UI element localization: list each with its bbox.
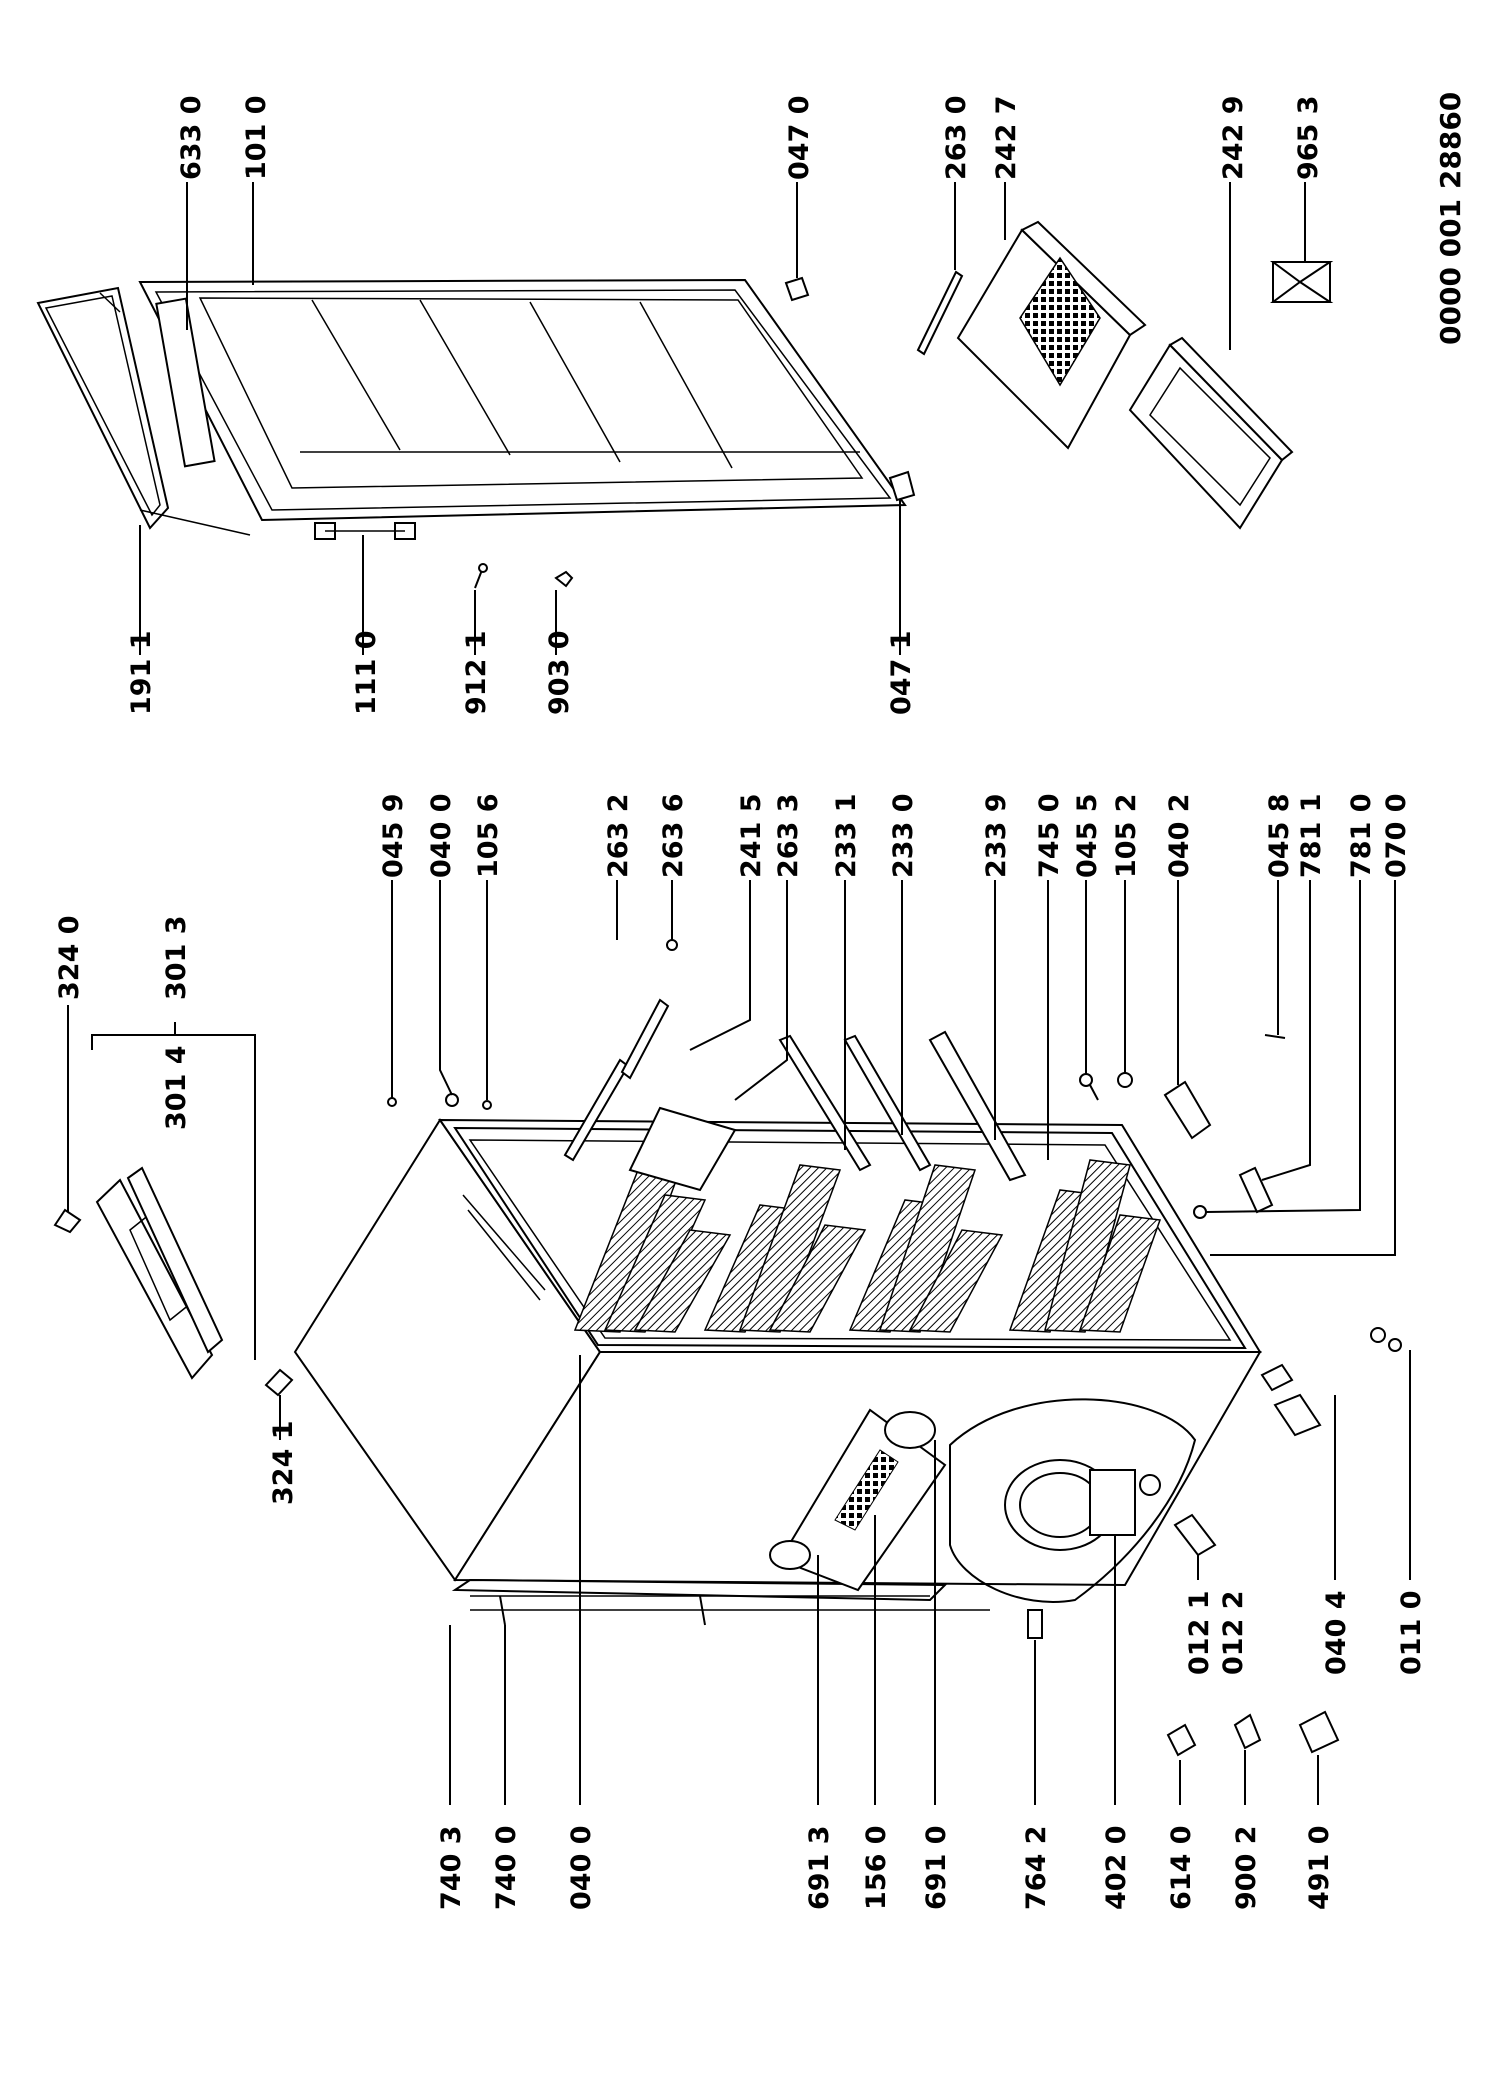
- label-263-6: 263 6: [658, 793, 689, 878]
- label-614-0: 614 0: [1166, 1825, 1197, 1910]
- label-740-0: 740 0: [491, 1825, 522, 1910]
- label-012-2: 012 2: [1218, 1590, 1249, 1675]
- leader-lines: [67, 182, 1411, 1805]
- label-633-0: 633 0: [176, 95, 207, 180]
- label-740-3: 740 3: [436, 1825, 467, 1910]
- label-691-0: 691 0: [921, 1825, 952, 1910]
- hinge-bottom-part: [888, 470, 916, 502]
- label-491-0: 491 0: [1304, 1825, 1335, 1910]
- label-781-0: 781 0: [1346, 793, 1377, 878]
- label-070-0: 070 0: [1381, 793, 1412, 878]
- cover-panel-part: [95, 1178, 214, 1380]
- cover-clip-bottom-part: [264, 1368, 294, 1397]
- label-040-0-top: 040 0: [426, 793, 457, 878]
- shelf-rails-parts: [387, 939, 1286, 1219]
- label-045-8: 045 8: [1264, 793, 1295, 878]
- label-040-4: 040 4: [1321, 1590, 1352, 1675]
- label-012-1: 012 1: [1184, 1590, 1215, 1675]
- label-047-0: 047 0: [784, 95, 815, 180]
- label-045-9: 045 9: [378, 793, 409, 878]
- label-040-0-bottom: 040 0: [566, 1825, 597, 1910]
- label-045-5: 045 5: [1072, 793, 1103, 878]
- drawer-tray-part: [1128, 336, 1294, 530]
- label-111-0: 111 0: [351, 630, 382, 715]
- condenser-part: [451, 1578, 990, 1626]
- compressor-zone-part: [949, 1398, 1197, 1603]
- label-242-7: 242 7: [991, 95, 1022, 180]
- label-242-9: 242 9: [1218, 95, 1249, 180]
- label-745-0: 745 0: [1034, 793, 1065, 878]
- top-cover-assembly: [53, 1022, 294, 1397]
- label-105-2: 105 2: [1111, 793, 1142, 878]
- screw-b-part: [554, 570, 574, 588]
- label-263-0: 263 0: [941, 95, 972, 180]
- label-241-5: 241 5: [736, 793, 767, 878]
- label-040-2: 040 2: [1164, 793, 1195, 878]
- bottom-loose-parts: [1166, 1327, 1402, 1757]
- label-233-0: 233 0: [888, 793, 919, 878]
- screw-a-part: [474, 563, 488, 589]
- label-301-3: 301 3: [161, 915, 192, 1000]
- evaporator-part: [769, 1408, 947, 1592]
- label-191-1: 191 1: [126, 630, 157, 715]
- cover-clip-top-part: [53, 1208, 82, 1234]
- label-965-3: 965 3: [1293, 95, 1324, 180]
- label-301-4: 301 4: [161, 1045, 192, 1130]
- label-263-3: 263 3: [773, 793, 804, 878]
- rail-part: [916, 270, 964, 356]
- cover-strip-part: [126, 1166, 224, 1354]
- label-781-1: 781 1: [1296, 793, 1327, 878]
- cabinet-assembly: [293, 939, 1402, 1757]
- label-324-1: 324 1: [268, 1420, 299, 1505]
- label-233-1: 233 1: [831, 793, 862, 878]
- label-101-0: 101 0: [241, 95, 272, 180]
- hinge-top-part: [784, 276, 810, 302]
- label-263-2: 263 2: [603, 793, 634, 878]
- label-903-0: 903 0: [544, 630, 575, 715]
- label-912-1: 912 1: [461, 630, 492, 715]
- drawer-basket-part: [956, 220, 1147, 450]
- label-691-3: 691 3: [804, 1825, 835, 1910]
- label-105-6: 105 6: [473, 793, 504, 878]
- door-assembly: [36, 220, 1334, 589]
- door-panel-part: [138, 278, 907, 522]
- label-900-2: 900 2: [1231, 1825, 1262, 1910]
- label-324-0: 324 0: [54, 915, 85, 1000]
- label-764-2: 764 2: [1021, 1825, 1052, 1910]
- filter-dryer-part: [1027, 1609, 1043, 1639]
- label-402-0: 402 0: [1101, 1825, 1132, 1910]
- door-seal-part: [36, 286, 251, 536]
- foot-clip-part: [1269, 261, 1334, 303]
- label-011-0: 011 0: [1396, 1590, 1427, 1675]
- part-labels: 101 0 633 0 191 1 111 0 912 1 903 0 047 …: [54, 92, 1467, 1910]
- door-hinge-set-part: [314, 522, 416, 540]
- document-number: 0000 001 28860: [1434, 92, 1467, 345]
- label-233-9: 233 9: [981, 793, 1012, 878]
- label-156-0: 156 0: [861, 1825, 892, 1910]
- label-047-1: 047 1: [886, 630, 917, 715]
